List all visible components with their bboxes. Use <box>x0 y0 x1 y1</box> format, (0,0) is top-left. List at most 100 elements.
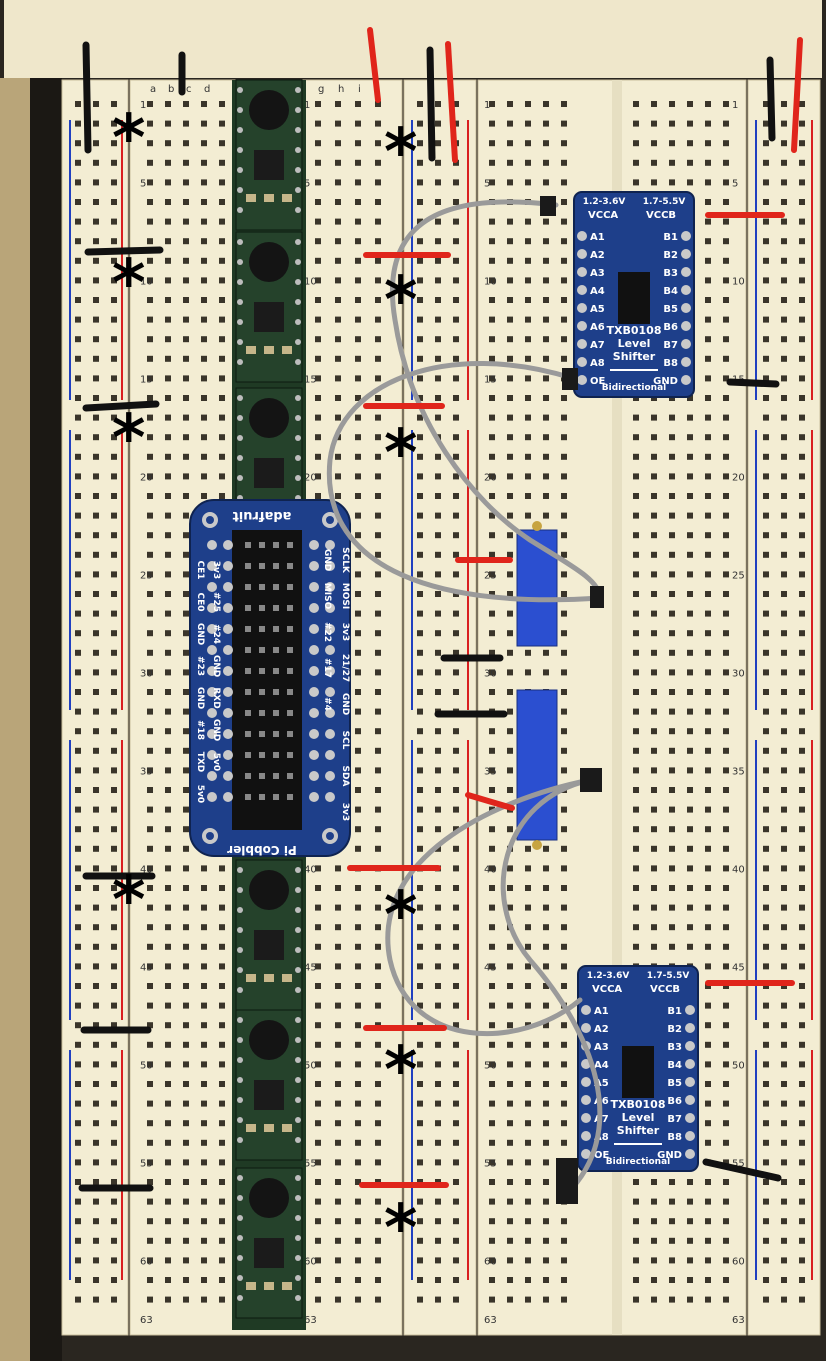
breadboard-hole <box>165 140 171 147</box>
breadboard-hole <box>453 512 459 519</box>
breadboard-hole <box>355 845 361 852</box>
breadboard-hole <box>525 336 531 343</box>
breadboard-hole <box>435 218 441 225</box>
breadboard-hole <box>561 826 567 833</box>
breadboard-hole <box>525 434 531 441</box>
breadboard-hole <box>705 610 711 617</box>
breadboard-hole <box>165 1218 171 1225</box>
breadboard-hole <box>219 1100 225 1107</box>
breadboard-hole <box>375 1100 381 1107</box>
cobbler-pin-label: CE1 <box>195 560 205 579</box>
breadboard-hole <box>763 336 769 343</box>
breadboard-hole <box>799 297 805 303</box>
breadboard-hole <box>147 610 153 617</box>
breadboard-hole <box>489 1100 495 1107</box>
breadboard-hole <box>165 885 171 891</box>
breadboard-hole <box>453 865 459 872</box>
cobbler-pin <box>207 666 217 676</box>
breadboard-hole <box>799 689 805 695</box>
pin-label: B2 <box>663 250 678 261</box>
pin-label: A3 <box>594 1042 609 1053</box>
breadboard-hole <box>453 414 459 421</box>
breadboard-hole <box>561 1139 567 1146</box>
breadboard-hole <box>183 1022 189 1029</box>
header-pin <box>273 794 279 800</box>
breadboard-hole <box>525 238 531 245</box>
breadboard-hole <box>315 395 321 401</box>
breadboard-hole <box>435 983 441 989</box>
breadboard-hole <box>507 1061 513 1068</box>
asterisk-marker: * <box>112 402 145 476</box>
column-letters-top: a b c d g h i <box>150 84 361 95</box>
cobbler-pin-label: MISO <box>322 583 332 610</box>
cobbler-pin-label: GND <box>195 687 205 709</box>
breadboard-hole <box>489 591 495 597</box>
breadboard-hole <box>633 649 639 656</box>
breadboard-hole <box>93 1002 99 1009</box>
breadboard-hole <box>781 1100 787 1107</box>
breadboard-hole <box>165 159 171 166</box>
voltage-b-label: 1.7-5.5V <box>643 197 686 207</box>
breadboard-hole <box>543 669 549 676</box>
breadboard-hole <box>147 453 153 460</box>
breadboard-hole <box>561 316 567 323</box>
breadboard-hole <box>763 571 769 578</box>
breadboard-hole <box>507 591 513 597</box>
breadboard-hole <box>507 493 513 499</box>
breadboard-hole <box>525 1277 531 1283</box>
breadboard-hole <box>417 845 423 852</box>
breadboard-hole <box>723 1139 729 1146</box>
breadboard-hole <box>507 1237 513 1244</box>
shifter-pin <box>681 321 691 331</box>
breadboard-hole <box>723 767 729 774</box>
breadboard-hole <box>375 532 381 539</box>
row-number: 20 <box>484 472 497 483</box>
breadboard-hole <box>489 826 495 833</box>
cobbler-pin <box>207 582 217 592</box>
wire-headers <box>540 196 604 1204</box>
header-pin <box>259 563 265 569</box>
breadboard-hole <box>375 375 381 382</box>
cobbler-pin-label: 3v3 <box>340 803 350 821</box>
row-number: 63 <box>484 1315 497 1326</box>
breadboard-hole <box>375 512 381 519</box>
breadboard-hole <box>75 1277 81 1283</box>
breadboard-hole <box>201 963 207 970</box>
breadboard-hole <box>651 1237 657 1244</box>
breadboard-hole <box>705 1218 711 1225</box>
breadboard-hole <box>375 1041 381 1048</box>
breadboard-hole <box>723 434 729 441</box>
cobbler-pin <box>309 603 319 613</box>
breadboard-hole <box>417 257 423 264</box>
breadboard-hole <box>183 610 189 617</box>
chip-label: TXB0108 <box>607 324 662 337</box>
breadboard-hole <box>781 610 787 617</box>
breadboard-hole <box>781 140 787 147</box>
breadboard-hole <box>489 1179 495 1185</box>
breadboard-hole <box>417 806 423 813</box>
breadboard-hole <box>75 1002 81 1009</box>
breadboard-hole <box>165 1139 171 1146</box>
breadboard-hole <box>315 336 321 343</box>
breadboard-hole <box>489 610 495 617</box>
pin-label: B8 <box>663 358 678 369</box>
breadboard-hole <box>93 591 99 597</box>
breadboard-hole <box>183 649 189 656</box>
breadboard-hole <box>633 1237 639 1244</box>
breadboard-hole <box>723 493 729 499</box>
sensor-module <box>235 231 303 383</box>
breadboard-hole <box>723 473 729 480</box>
cobbler-pin <box>309 792 319 802</box>
breadboard-hole <box>489 375 495 382</box>
breadboard-hole <box>543 238 549 245</box>
breadboard-hole <box>93 238 99 245</box>
breadboard-hole <box>417 512 423 519</box>
breadboard-hole <box>781 885 787 891</box>
header-pin <box>273 710 279 716</box>
header-pin <box>273 752 279 758</box>
breadboard-hole <box>183 787 189 793</box>
breadboard-hole <box>687 610 693 617</box>
row-number: 10 <box>140 276 153 287</box>
bidirectional-label: Bidirectional <box>606 1157 671 1167</box>
breadboard-hole <box>723 1296 729 1303</box>
